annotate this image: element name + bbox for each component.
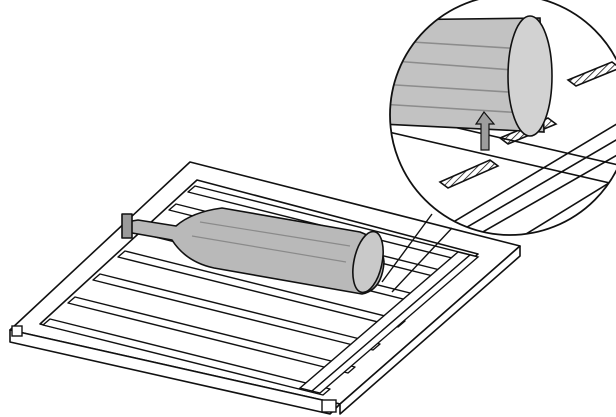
slat-4: [117, 250, 406, 328]
bottle-base: [352, 230, 384, 294]
arrow-up-icon: [474, 110, 496, 151]
slat-6: [67, 296, 356, 374]
wine-bottle: [121, 207, 385, 295]
frame-right-face: [339, 245, 521, 415]
bottle-neck-ring: [121, 213, 133, 239]
slat-7: [42, 318, 331, 396]
detail-view: [389, 0, 616, 236]
bottle-highlight: [199, 221, 351, 247]
magnifier-leader: [381, 213, 453, 293]
slat-5: [92, 273, 381, 351]
frame-feet: [11, 325, 337, 413]
bottle-body: [125, 207, 385, 295]
shelf-right-rail: [298, 251, 480, 394]
frame-front-face: [9, 329, 341, 415]
detail-circle-outline: [389, 0, 616, 236]
